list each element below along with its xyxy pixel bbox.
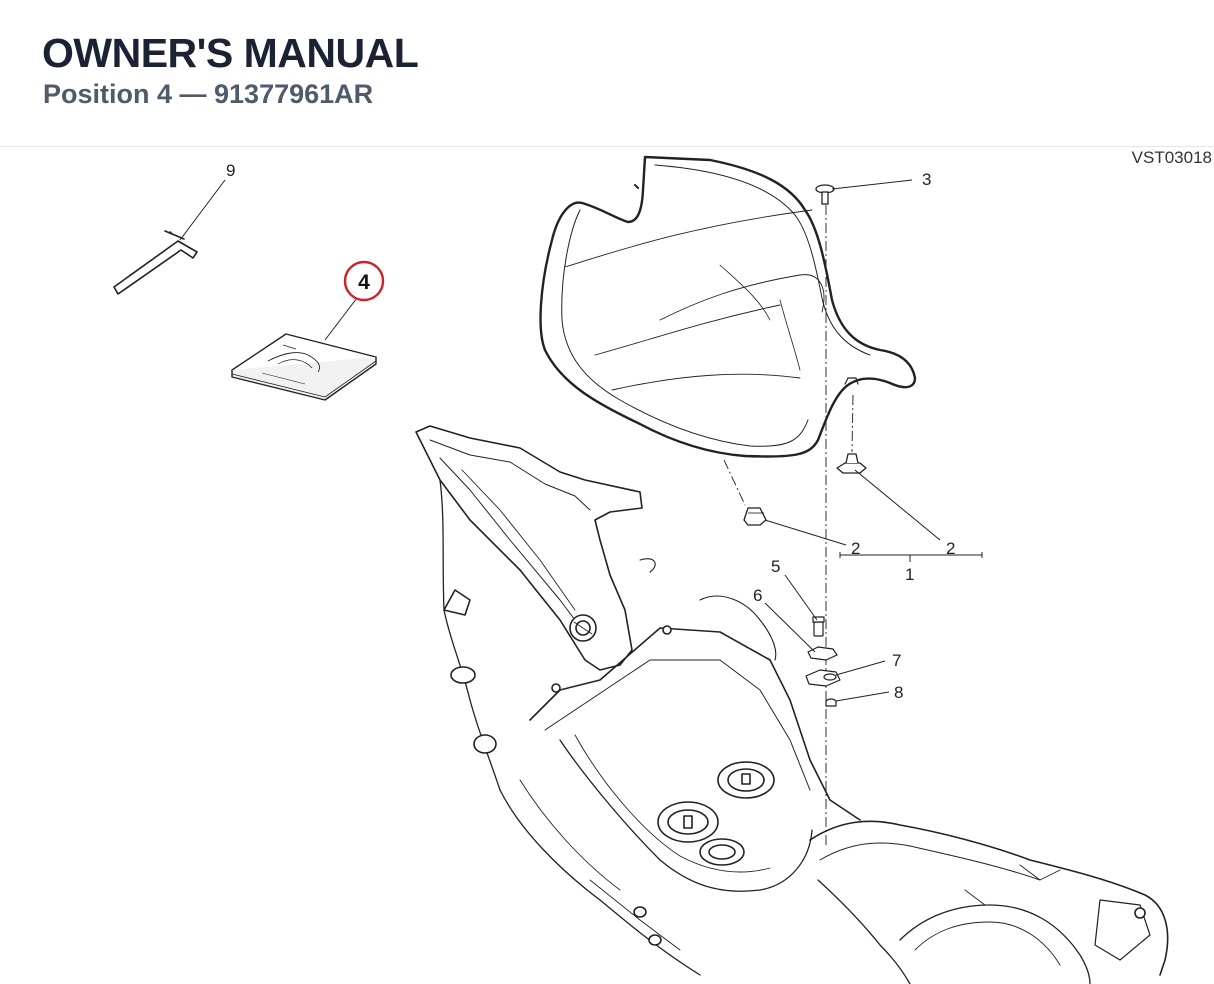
callout-3: 3 — [922, 170, 931, 189]
callout-4-highlight-ring — [343, 260, 385, 302]
callout-2-right: 2 — [946, 539, 955, 558]
drawing-code: VST03018 — [1131, 148, 1212, 167]
callout-8: 8 — [894, 683, 903, 702]
callout-7: 7 — [892, 651, 901, 670]
callout-6: 6 — [753, 586, 762, 605]
callout-4: 4 — [358, 271, 370, 294]
exploded-parts-diagram: 9 4 3 2 2 1 5 6 7 8 — [113, 155, 1169, 984]
hardware-stack — [805, 616, 841, 707]
callout-labels: 9 4 3 2 2 1 5 6 7 8 — [226, 161, 955, 702]
page-title: OWNER'S MANUAL — [42, 30, 419, 76]
tank-cap-top — [717, 761, 775, 799]
callout-5: 5 — [771, 557, 780, 576]
assembly-axis-lines — [723, 205, 854, 845]
frame-part — [415, 425, 1169, 984]
callout-2-left: 2 — [851, 539, 860, 558]
screw-part — [815, 184, 835, 205]
tank-cap-middle — [657, 801, 719, 843]
leader-lines — [179, 179, 983, 702]
page-subtitle: Position 4 — 91377961AR — [43, 79, 374, 109]
seat-bracket-part — [743, 453, 867, 526]
tank-cap-bottom — [699, 838, 745, 866]
hex-key-part — [113, 230, 198, 295]
page-header: OWNER'S MANUAL Position 4 — 91377961AR — [0, 0, 1214, 147]
callout-9: 9 — [226, 161, 235, 180]
seat-part — [539, 155, 917, 458]
owners-manual-part — [231, 333, 377, 401]
callout-1: 1 — [905, 565, 914, 584]
